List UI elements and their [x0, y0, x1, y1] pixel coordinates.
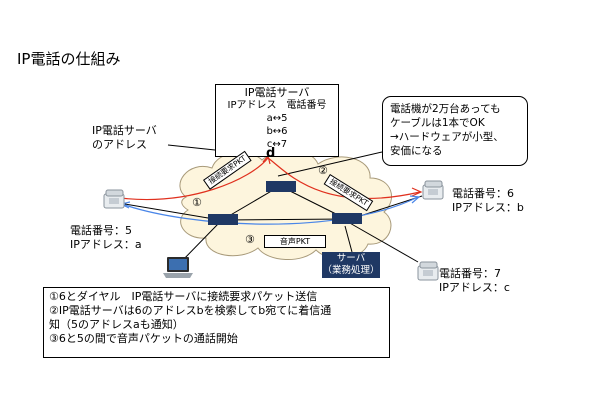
ip-server-row: b↔6 — [266, 126, 288, 137]
server-address-letter: d — [266, 146, 276, 161]
phone7-pointer — [347, 221, 419, 263]
server-address-label-line: IP電話サーバ — [92, 124, 157, 137]
step-marker-2: ② — [318, 164, 328, 177]
ip-server-table-header: IPアドレス 電話番号 — [227, 100, 327, 111]
step-marker-1: ① — [192, 196, 202, 209]
phone7-ip: IPアドレス：c — [439, 281, 510, 294]
slide-title: IP電話の仕組み — [17, 50, 121, 68]
phone7-label: 電話番号：7 IPアドレス：c — [439, 267, 510, 295]
step-line: ②IP電話サーバは6のアドレスbを検索してb宛てに着信通 — [49, 304, 332, 317]
business-server-line: （業務処理） — [322, 265, 380, 276]
step-line: ①6とダイヤル IP電話サーバに接続要求パケット送信 — [49, 290, 318, 303]
server-address-label: IP電話サーバ のアドレス — [92, 124, 157, 152]
business-server-pointer — [344, 225, 353, 253]
ip-server-row: a↔5 — [266, 113, 288, 124]
router-top — [266, 181, 296, 192]
business-server-label: サーバ （業務処理） — [322, 252, 380, 278]
business-server-line: サーバ — [336, 253, 366, 264]
ip-server-title: IP電話サーバ — [244, 86, 310, 99]
phone6-ip: IPアドレス：b — [452, 201, 524, 214]
phone5-ip: IPアドレス：a — [70, 238, 142, 251]
phone7-icon — [417, 261, 439, 281]
phone6-icon — [422, 180, 444, 200]
callout-line: →ハードウェアが小型、 — [390, 131, 504, 143]
cost-callout: 電話機が2万台あっても ケーブルは1本でOK →ハードウェアが小型、 安価になる — [382, 96, 528, 166]
router-right — [332, 213, 362, 224]
voice-arrow-right — [409, 195, 421, 204]
step-marker-3: ③ — [245, 233, 255, 246]
steps-box: ①6とダイヤル IP電話サーバに接続要求パケット送信 ②IP電話サーバは6のアド… — [43, 287, 390, 358]
router-left — [208, 214, 238, 225]
voice-packet: 音声PKT — [264, 235, 326, 248]
step-line: 知（5のアドレスaも通知） — [49, 318, 184, 331]
phone5-icon — [103, 189, 125, 209]
phone5-number: 電話番号：5 — [70, 224, 132, 237]
link-left-right — [221, 218, 347, 221]
phone5-label: 電話番号：5 IPアドレス：a — [70, 224, 142, 252]
callout-line: ケーブルは1本でOK — [390, 117, 485, 129]
phone7-number: 電話番号：7 — [439, 267, 501, 280]
laptop-icon — [163, 257, 193, 278]
phone6-number: 電話番号：6 — [452, 187, 514, 200]
step-line: ③6と5の間で音声パケットの通話開始 — [49, 332, 238, 345]
phone6-label: 電話番号：6 IPアドレス：b — [452, 187, 524, 215]
server-address-label-line: のアドレス — [92, 138, 147, 151]
callout-pointer — [277, 151, 383, 177]
link-phone5 — [124, 203, 215, 220]
link-laptop — [179, 223, 219, 264]
ip-server-row: c↔7 — [266, 139, 288, 150]
request-arrow-right — [411, 187, 423, 197]
voice-path — [121, 196, 419, 225]
callout-line: 安価になる — [390, 145, 443, 157]
ip-phone-server-box: IP電話サーバ IPアドレス 電話番号 a↔5 b↔6 c↔7 — [215, 84, 339, 157]
callout-line: 電話機が2万台あっても — [390, 103, 501, 115]
